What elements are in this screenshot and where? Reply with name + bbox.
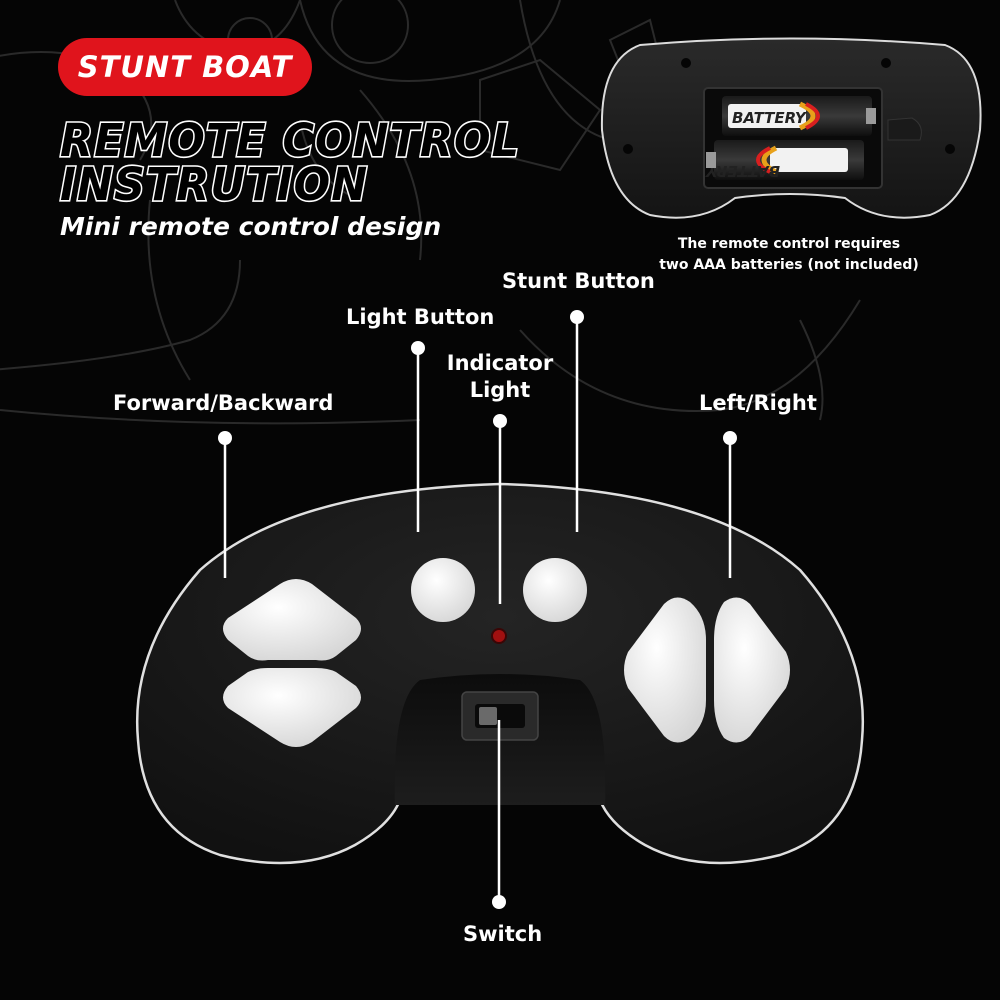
page-title: REMOTE CONTROL INSTRUTION: [59, 114, 521, 212]
remote-body: [136, 482, 864, 865]
right-button[interactable]: [714, 597, 790, 743]
backward-button[interactable]: [223, 668, 361, 747]
battery-1-label: BATTERY: [732, 109, 808, 127]
battery-note-line-2: two AAA batteries (not included): [659, 257, 919, 273]
stunt-button-label: Stunt Button: [502, 269, 655, 293]
stunt-boat-badge: STUNT BOAT: [58, 38, 312, 96]
indicator-light: [491, 628, 507, 644]
callout-dot-light-button: [411, 341, 425, 355]
battery-2-label: BATTERY: [704, 162, 780, 180]
callout-dot-switch: [492, 895, 506, 909]
battery-note-line-1: The remote control requires: [677, 236, 901, 252]
left-button[interactable]: [624, 597, 706, 743]
light-button-label: Light Button: [346, 305, 495, 329]
callout-dot-forward-backward: [218, 431, 232, 445]
forward-backward-label: Forward/Backward: [113, 391, 334, 415]
callout-dot-stunt-button: [570, 310, 584, 324]
indicator-label-line-1: Indicator: [446, 351, 554, 375]
battery-note: The remote control requires two AAA batt…: [630, 234, 948, 276]
indicator-label-line-2: Light: [469, 378, 531, 402]
title-line-2: INSTRUTION: [59, 158, 369, 212]
page-subtitle: Mini remote control design: [60, 212, 442, 241]
badge-label: STUNT BOAT: [77, 50, 293, 84]
left-right-label: Left/Right: [699, 391, 817, 415]
callout-dot-indicator: [493, 414, 507, 428]
callout-dot-left-right: [723, 431, 737, 445]
switch-label: Switch: [463, 922, 543, 946]
stunt-button[interactable]: [523, 558, 587, 622]
indicator-light-label: Indicator Light: [440, 350, 560, 404]
forward-button[interactable]: [223, 579, 361, 661]
title-line-1: REMOTE CONTROL: [59, 114, 521, 168]
light-button[interactable]: [411, 558, 475, 622]
